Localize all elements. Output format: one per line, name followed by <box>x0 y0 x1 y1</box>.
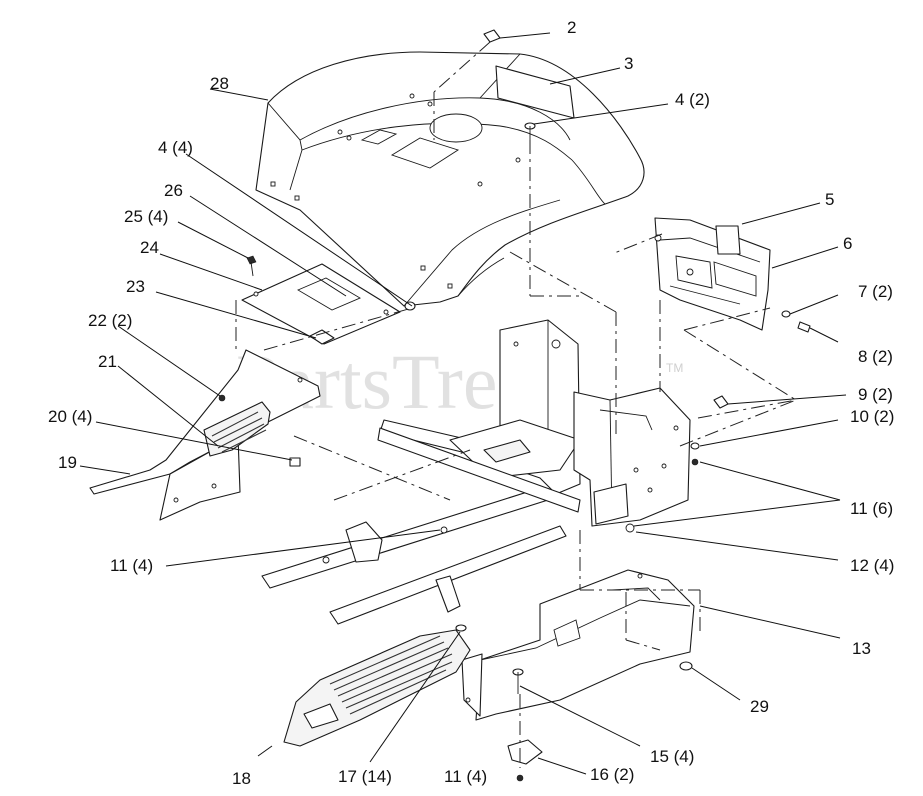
part-16-bracket <box>507 739 543 765</box>
part-10-washer <box>690 442 700 450</box>
part-17-plug <box>455 624 467 632</box>
assembly-lines <box>235 41 797 768</box>
part-19-left-footrest <box>89 349 321 521</box>
frame-rails <box>261 427 581 625</box>
callout-4-2: 4 (2) <box>675 90 710 109</box>
callout-22: 22 (2) <box>88 311 132 330</box>
part-4-screw-hood <box>404 301 416 311</box>
part-5-decal <box>715 225 741 255</box>
part-22-screw <box>218 394 226 402</box>
part-13-right-footrest <box>461 569 695 721</box>
callout-24: 24 <box>140 238 159 257</box>
part-29-bumper <box>679 661 693 671</box>
callout-11-4-mid: 11 (4) <box>110 556 153 575</box>
callout-labels: 2 3 4 (2) 28 4 (4) 26 25 (4) 24 5 6 23 7… <box>48 18 894 788</box>
callout-8: 8 (2) <box>858 347 893 366</box>
callout-10: 10 (2) <box>850 407 894 426</box>
callout-18: 18 <box>232 769 251 788</box>
part-18-floor-mat <box>283 629 471 747</box>
part-21-footrest-mat <box>203 401 271 457</box>
part-24-plate <box>241 263 401 345</box>
hood-fender <box>255 51 645 307</box>
part-9-clip <box>713 395 729 409</box>
callout-15: 15 (4) <box>650 747 694 766</box>
callout-20: 20 (4) <box>48 407 92 426</box>
part-11-nut-right <box>691 458 699 466</box>
part-11-nut-bottom <box>516 774 524 782</box>
callout-11-4-bottom: 11 (4) <box>444 767 487 786</box>
callout-23: 23 <box>126 277 145 296</box>
callout-28: 28 <box>210 74 229 93</box>
part-6-dash-panel <box>654 217 771 331</box>
callout-21: 21 <box>98 352 117 371</box>
callout-29: 29 <box>750 697 769 716</box>
callout-2: 2 <box>567 18 576 37</box>
part-4-screw-top <box>524 122 536 140</box>
callout-17: 17 (14) <box>338 767 392 786</box>
callout-19: 19 <box>58 453 77 472</box>
callout-7: 7 (2) <box>858 282 893 301</box>
part-20-clip <box>289 457 301 467</box>
part-8-bolt <box>797 321 811 333</box>
callout-12: 12 (4) <box>850 556 894 575</box>
part-12-nut <box>625 523 635 533</box>
frame-center-section <box>379 319 581 495</box>
leader-lines <box>79 32 847 775</box>
callout-26: 26 <box>164 181 183 200</box>
part-25-bolt <box>246 255 257 277</box>
callout-25: 25 (4) <box>124 207 168 226</box>
part-7-washer <box>781 310 791 318</box>
callout-16: 16 (2) <box>590 765 634 784</box>
callout-6: 6 <box>843 234 852 253</box>
callout-4-4: 4 (4) <box>158 138 193 157</box>
part-2-clip <box>483 29 501 43</box>
callout-11-6: 11 (6) <box>850 499 893 518</box>
callout-13: 13 <box>852 639 871 658</box>
part-15-bolt <box>512 668 524 694</box>
frame-right-plate <box>573 387 691 527</box>
callout-9: 9 (2) <box>858 385 893 404</box>
callout-3: 3 <box>624 54 633 73</box>
callout-5: 5 <box>825 190 834 209</box>
watermark-trademark: TM <box>666 361 683 375</box>
